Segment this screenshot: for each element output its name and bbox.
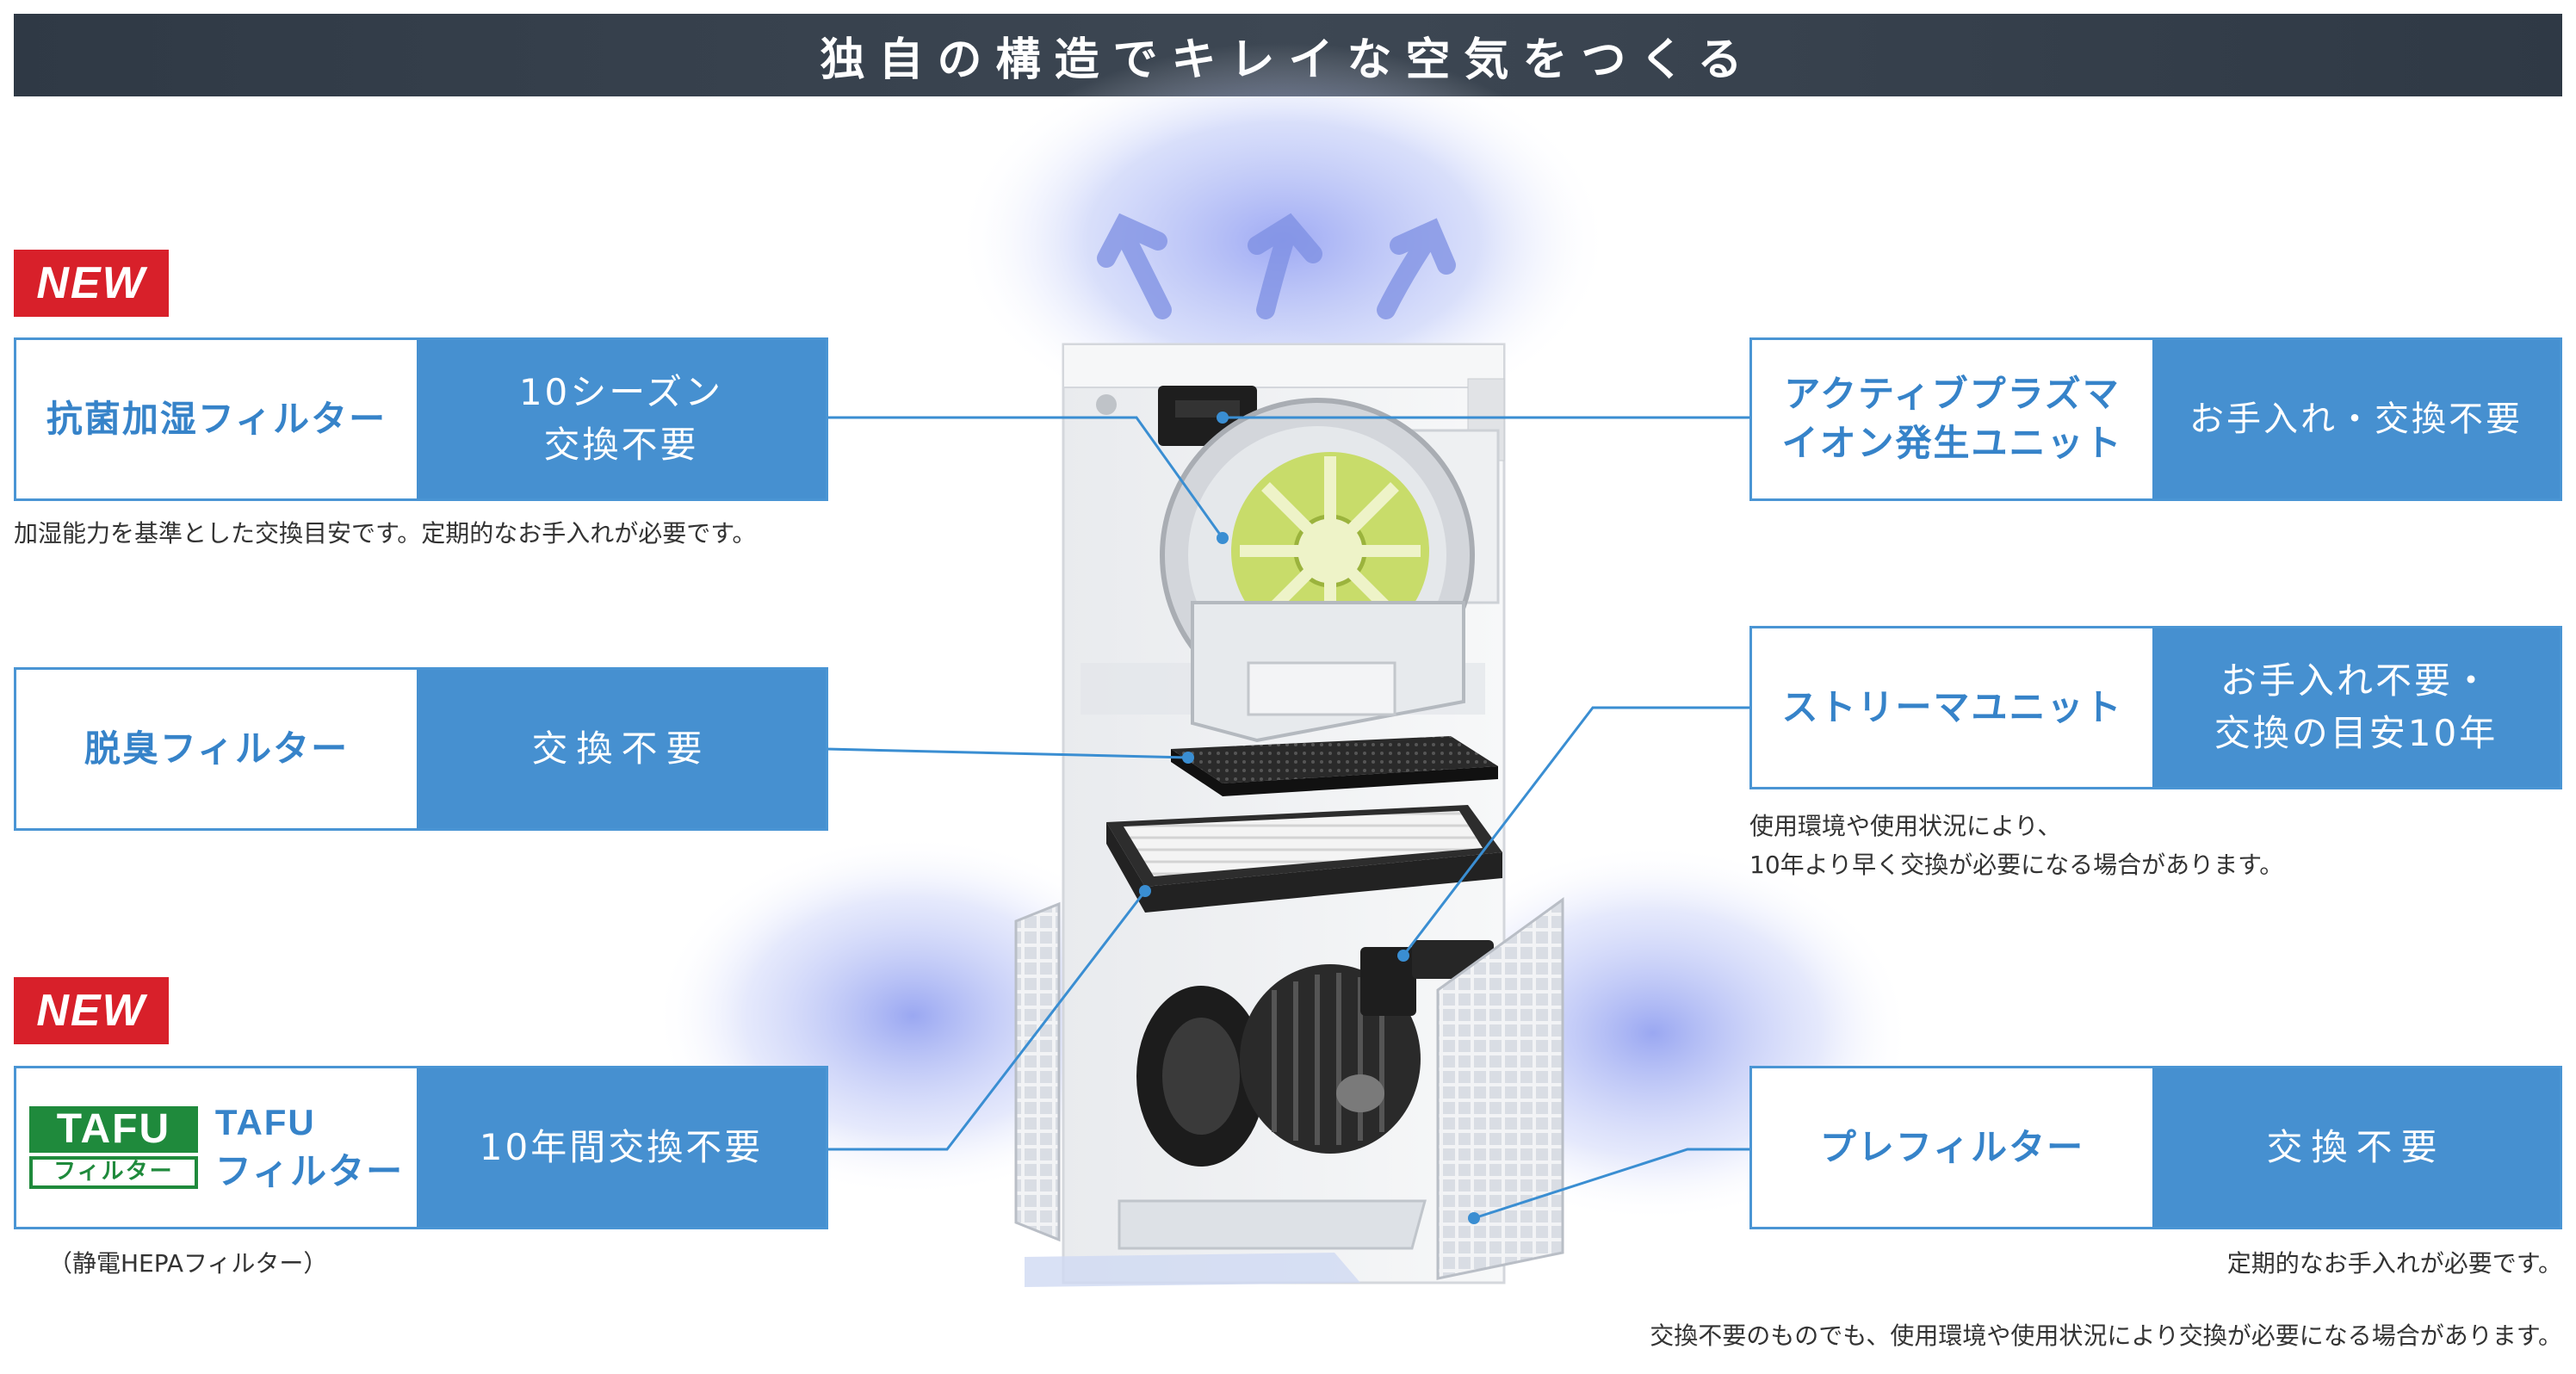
tafu-logo-top: TAFU bbox=[28, 1106, 198, 1153]
humidify-value-line2: 交換不要 bbox=[543, 424, 699, 466]
new-badge-humidify: NEW bbox=[14, 250, 169, 317]
new-badge-tafu: NEW bbox=[14, 977, 169, 1044]
card-tafu-filter: TAFU フィルター TAFU フィルター 10年間交換不要 bbox=[14, 1066, 828, 1229]
tafu-filter-label: TAFU フィルター bbox=[215, 1099, 404, 1196]
streamer-note-line1: 使用環境や使用状況により、 bbox=[1749, 812, 2062, 840]
tafu-label-line2: フィルター bbox=[214, 1150, 405, 1192]
footer-note: 交換不要のものでも、使用環境や使用状況により交換が必要になる場合があります。 bbox=[1650, 1321, 2562, 1350]
tafu-logo: TAFU フィルター bbox=[28, 1106, 198, 1189]
tafu-logo-bottom: フィルター bbox=[28, 1156, 198, 1189]
card-streamer-unit: ストリーマユニット お手入れ不要・ 交換の目安10年 bbox=[1749, 626, 2562, 789]
card-pre-filter: プレフィルター 交換不要 bbox=[1749, 1066, 2562, 1229]
left-side-grille bbox=[1014, 901, 1061, 1242]
streamer-value-line2: 交換の目安10年 bbox=[2214, 712, 2499, 754]
airflow-arrows bbox=[1097, 213, 1456, 319]
streamer-value: お手入れ不要・ 交換の目安10年 bbox=[2152, 628, 2560, 787]
plasma-label-line1: アクティブプラズマ bbox=[1784, 373, 2121, 416]
humidify-filter-value: 10シーズン 交換不要 bbox=[417, 340, 826, 498]
plasma-label-line2: イオン発生ユニット bbox=[1781, 422, 2123, 464]
pre-filter-label: プレフィルター bbox=[1819, 1125, 2085, 1168]
tafu-label-line1: TAFU bbox=[214, 1102, 316, 1143]
humidify-filter-label: 抗菌加湿フィルター bbox=[46, 397, 387, 440]
deodorizing-filter-value: 交換不要 bbox=[417, 670, 826, 828]
purifier-base bbox=[1118, 1199, 1427, 1250]
streamer-unit bbox=[1360, 947, 1416, 1016]
card-deodorizing-filter: 脱臭フィルター 交換不要 bbox=[14, 667, 828, 831]
plasma-ion-value: お手入れ・交換不要 bbox=[2152, 340, 2560, 498]
streamer-note: 使用環境や使用状況により、 10年より早く交換が必要になる場合があります。 bbox=[1749, 808, 2283, 885]
streamer-label: ストリーマユニット bbox=[1781, 685, 2123, 728]
callout-lines bbox=[826, 412, 1749, 1224]
card-plasma-ion-unit: アクティブプラズマ イオン発生ユニット お手入れ・交換不要 bbox=[1749, 337, 2562, 501]
pre-filter-value: 交換不要 bbox=[2152, 1068, 2560, 1227]
card-humidify-filter: 抗菌加湿フィルター 10シーズン 交換不要 bbox=[14, 337, 828, 501]
streamer-value-line1: お手入れ不要・ bbox=[2220, 659, 2492, 702]
tafu-filter-value: 10年間交換不要 bbox=[417, 1068, 826, 1227]
deodorizing-filter-label: 脱臭フィルター bbox=[84, 727, 350, 770]
humidify-filter-note: 加湿能力を基準とした交換目安です。定期的なお手入れが必要です。 bbox=[14, 519, 757, 548]
humidify-value-line1: 10シーズン bbox=[518, 371, 724, 414]
right-side-grille bbox=[1436, 897, 1564, 1280]
pre-filter-note: 定期的なお手入れが必要です。 bbox=[2226, 1249, 2562, 1278]
streamer-note-line2: 10年より早く交換が必要になる場合があります。 bbox=[1749, 850, 2284, 879]
deodorizing-filter bbox=[1171, 736, 1498, 783]
tafu-filter-label-area: TAFU フィルター TAFU フィルター bbox=[16, 1068, 417, 1227]
tafu-filter-note: （静電HEPAフィルター） bbox=[48, 1249, 328, 1278]
plasma-ion-label: アクティブプラズマ イオン発生ユニット bbox=[1752, 340, 2152, 498]
